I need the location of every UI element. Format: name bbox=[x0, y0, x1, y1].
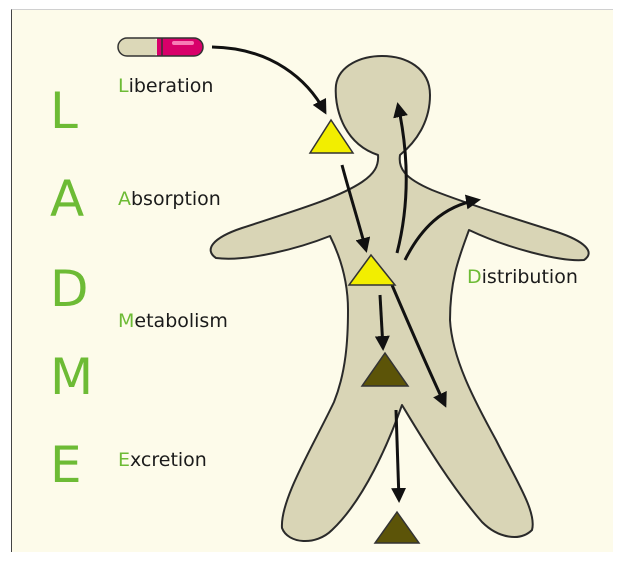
label-absorption-rest: bsorption bbox=[131, 188, 221, 210]
label-metabolism-initial: M bbox=[118, 310, 134, 332]
label-excretion-initial: E bbox=[118, 449, 130, 471]
label-distribution-rest: istribution bbox=[482, 266, 578, 288]
label-liberation-rest: iberation bbox=[129, 75, 214, 97]
label-liberation-initial: L bbox=[118, 75, 129, 97]
arrow-to-excretion bbox=[396, 410, 399, 500]
label-metabolism: Metabolism bbox=[118, 312, 228, 331]
arrow-pill-to-absorption bbox=[212, 47, 325, 112]
ladme-diagram: L A D M E Liberati bbox=[11, 9, 613, 552]
label-absorption: Absorption bbox=[118, 190, 221, 209]
excreted-metabolite-triangle-icon bbox=[375, 512, 419, 543]
human-body-silhouette bbox=[211, 56, 589, 541]
label-metabolism-rest: etabolism bbox=[134, 310, 227, 332]
pill-capsule-icon bbox=[118, 38, 203, 56]
label-absorption-initial: A bbox=[118, 188, 131, 210]
label-distribution-initial: D bbox=[467, 266, 482, 288]
label-excretion: Excretion bbox=[118, 451, 207, 470]
label-distribution: Distribution bbox=[467, 268, 578, 287]
label-excretion-rest: xcretion bbox=[130, 449, 207, 471]
label-liberation: Liberation bbox=[118, 77, 213, 96]
